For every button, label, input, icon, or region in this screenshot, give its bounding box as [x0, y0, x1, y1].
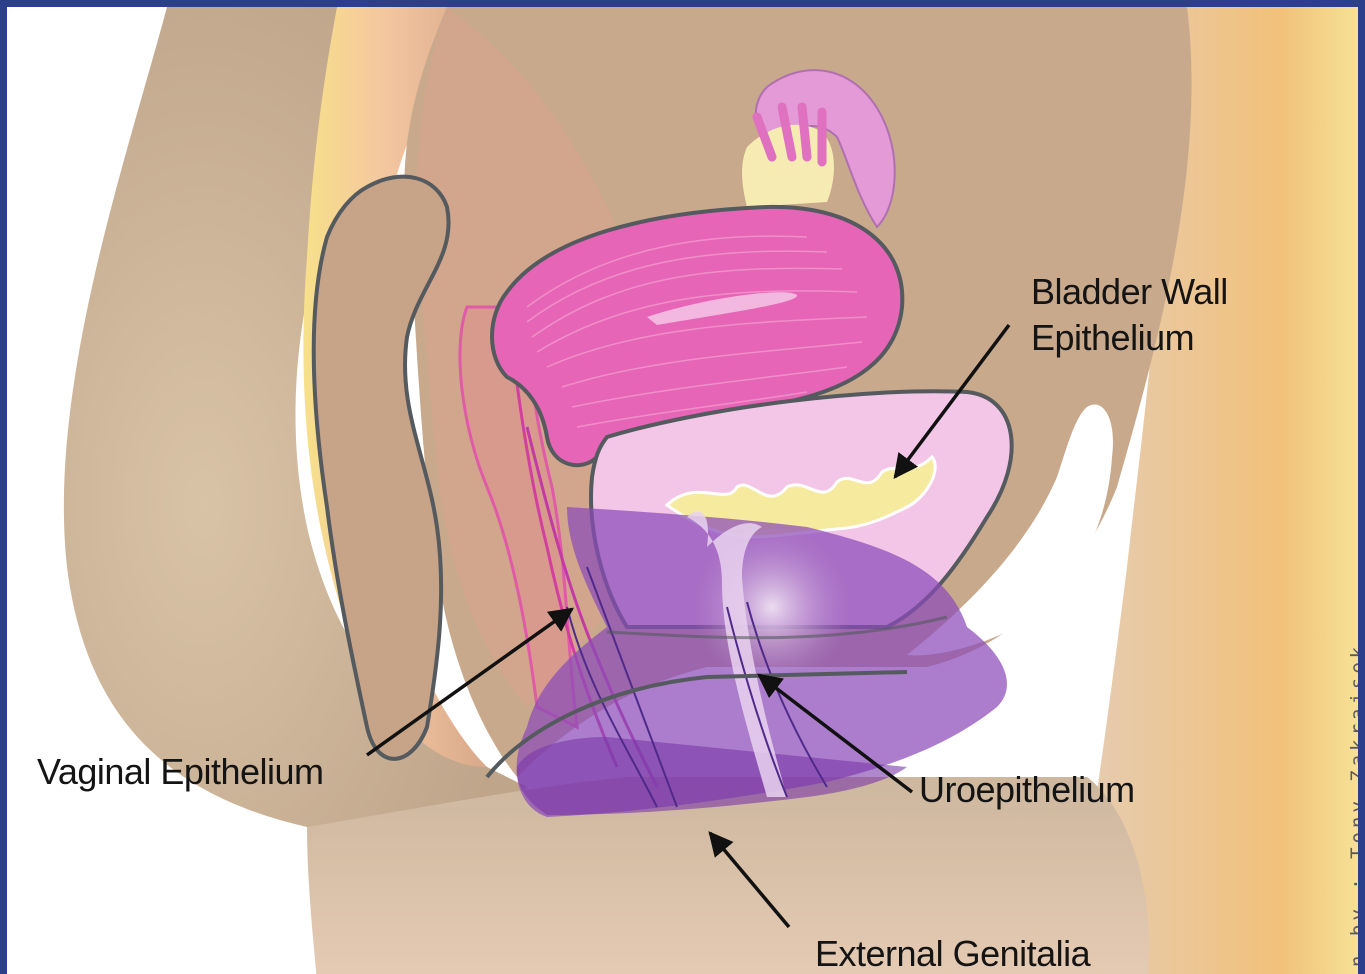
uroepithelium-glow: [692, 527, 852, 687]
illustrator-credit: n by : Tony Zakrajsek: [1347, 643, 1365, 967]
external-genitalia-label: External Genitalia: [815, 931, 1090, 974]
bladder-wall-line-1: Bladder Wall: [1031, 269, 1228, 315]
anatomy-illustration: [7, 7, 1365, 974]
vaginal-epithelium-label: Vaginal Epithelium: [37, 749, 324, 795]
bladder-wall-label: Bladder Wall Epithelium: [1031, 269, 1228, 361]
uroepithelium-label: Uroepithelium: [919, 767, 1135, 813]
bladder-wall-line-2: Epithelium: [1031, 315, 1228, 361]
